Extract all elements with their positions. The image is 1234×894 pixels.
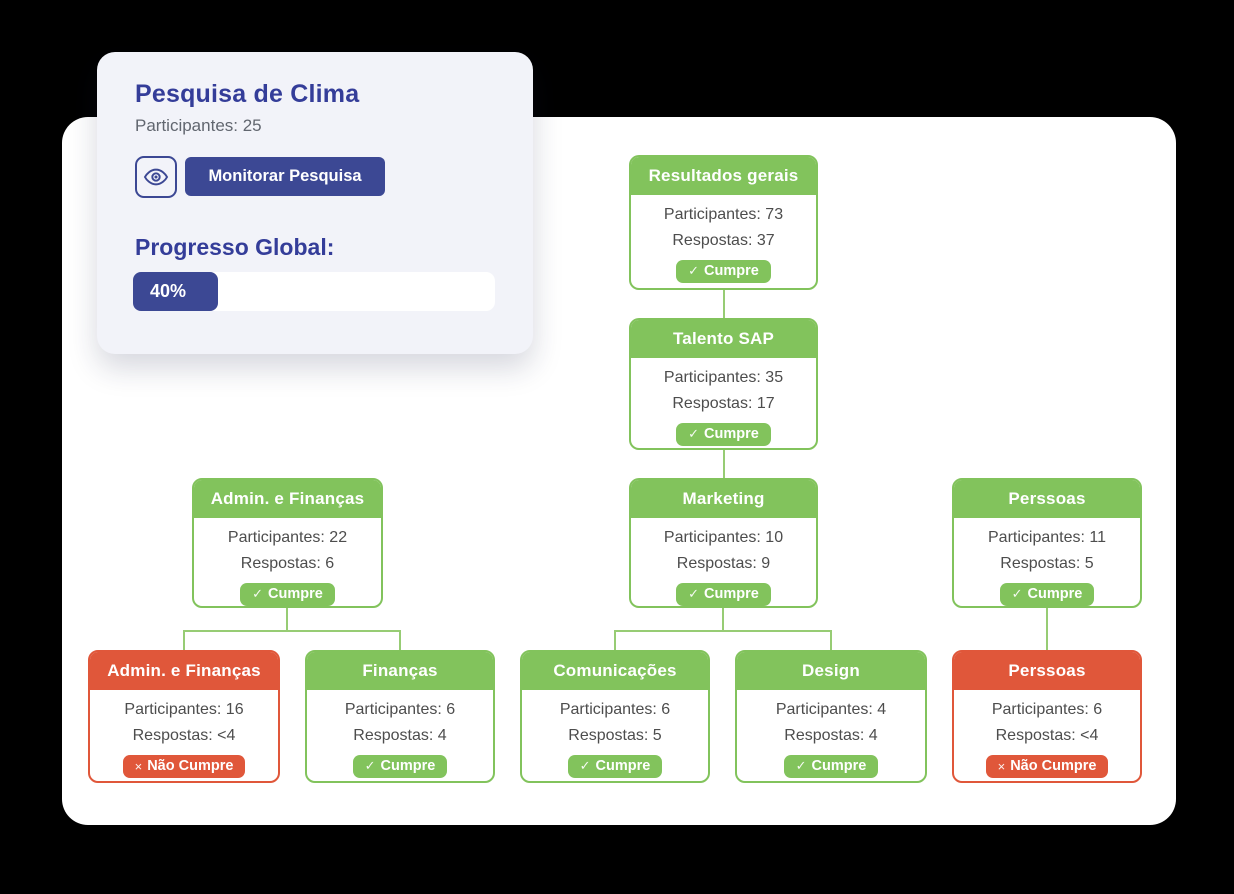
- node-title: Marketing: [631, 480, 816, 518]
- node-participants: Participantes: 6: [344, 701, 456, 718]
- node-participants: Participantes: 6: [559, 701, 671, 718]
- node-responses: Respostas: 5: [1000, 555, 1094, 572]
- badge-label: Cumpre: [1027, 586, 1083, 602]
- node-title: Comunicações: [522, 652, 708, 690]
- check-icon: ✓: [688, 586, 700, 601]
- node-admin-financas-sub[interactable]: Admin. e Finanças Participantes: 16 Resp…: [88, 650, 280, 783]
- survey-summary-card: Pesquisa de Clima Participantes: 25 Moni…: [97, 52, 533, 354]
- node-participants: Participantes: 22: [227, 529, 348, 546]
- status-badge: ✓ Cumpre: [352, 755, 448, 778]
- check-icon: ✓: [688, 426, 700, 441]
- eye-icon: [143, 164, 169, 190]
- connector-line: [830, 630, 832, 650]
- badge-label: Cumpre: [380, 758, 436, 774]
- node-title: Perssoas: [954, 652, 1140, 690]
- node-title: Design: [737, 652, 925, 690]
- badge-label: Não Cumpre: [147, 758, 234, 774]
- status-badge: ×Não Cumpre: [122, 755, 246, 778]
- node-marketing[interactable]: Marketing Participantes: 10 Respostas: 9…: [629, 478, 818, 608]
- node-participants: Participantes: 35: [663, 369, 784, 386]
- node-participants: Participantes: 6: [991, 701, 1103, 718]
- badge-label: Cumpre: [704, 263, 759, 279]
- survey-participants: Participantes: 25: [135, 116, 262, 135]
- check-icon: ✓: [252, 586, 264, 601]
- status-badge: ✓ Cumpre: [240, 583, 335, 606]
- node-admin-financas[interactable]: Admin. e Finanças Participantes: 22 Resp…: [192, 478, 383, 608]
- status-badge: ✓ Cumpre: [999, 583, 1095, 606]
- node-title: Resultados gerais: [631, 157, 816, 195]
- node-responses: Respostas: 17: [672, 395, 775, 412]
- connector-line: [722, 608, 724, 632]
- badge-label: Cumpre: [595, 758, 651, 774]
- connector-line: [723, 450, 725, 478]
- node-participants: Participantes: 4: [775, 701, 887, 718]
- status-badge: ✓ Cumpre: [783, 755, 879, 778]
- x-icon: ×: [134, 758, 143, 774]
- node-responses: Respostas: <4: [995, 727, 1099, 744]
- status-badge: ✓ Cumpre: [567, 755, 663, 778]
- progress-bar-track: 40%: [133, 272, 495, 311]
- node-responses: Respostas: 4: [784, 727, 878, 744]
- node-perssoas-sub[interactable]: Perssoas Participantes: 6 Respostas: <4 …: [952, 650, 1142, 783]
- node-title: Admin. e Finanças: [90, 652, 278, 690]
- badge-label: Não Cumpre: [1010, 758, 1097, 774]
- preview-button[interactable]: [135, 156, 177, 198]
- connector-line: [399, 630, 401, 650]
- connector-line: [286, 608, 288, 632]
- node-title: Admin. e Finanças: [194, 480, 381, 518]
- node-participants: Participantes: 73: [663, 206, 784, 223]
- check-icon: ✓: [579, 758, 591, 773]
- node-participants: Participantes: 16: [124, 701, 244, 718]
- node-responses: Respostas: <4: [132, 727, 236, 744]
- connector-line: [183, 630, 185, 650]
- node-responses: Respostas: 4: [353, 727, 447, 744]
- status-badge: ×Não Cumpre: [985, 755, 1109, 778]
- badge-label: Cumpre: [704, 426, 759, 442]
- node-financas[interactable]: Finanças Participantes: 6 Respostas: 4 ✓…: [305, 650, 495, 783]
- node-resultados-gerais[interactable]: Resultados gerais Participantes: 73 Resp…: [629, 155, 818, 290]
- status-badge: ✓ Cumpre: [676, 423, 771, 446]
- connector-line: [183, 630, 401, 632]
- node-responses: Respostas: 5: [568, 727, 662, 744]
- node-responses: Respostas: 6: [240, 555, 335, 572]
- check-icon: ✓: [364, 758, 376, 773]
- check-icon: ✓: [1011, 586, 1023, 601]
- check-icon: ✓: [688, 263, 700, 278]
- node-comunicacoes[interactable]: Comunicações Participantes: 6 Respostas:…: [520, 650, 710, 783]
- progress-bar-fill: 40%: [133, 272, 218, 311]
- node-design[interactable]: Design Participantes: 4 Respostas: 4 ✓ Cu…: [735, 650, 927, 783]
- node-title: Perssoas: [954, 480, 1140, 518]
- node-talento-sap[interactable]: Talento SAP Participantes: 35 Respostas:…: [629, 318, 818, 450]
- connector-line: [614, 630, 832, 632]
- node-participants: Participantes: 11: [988, 529, 1106, 546]
- badge-label: Cumpre: [704, 586, 759, 602]
- node-responses: Respostas: 9: [676, 555, 771, 572]
- badge-label: Cumpre: [811, 758, 867, 774]
- node-perssoas[interactable]: Perssoas Participantes: 11 Respostas: 5 …: [952, 478, 1142, 608]
- x-icon: ×: [997, 758, 1006, 774]
- connector-line: [723, 290, 725, 318]
- node-participants: Participantes: 10: [663, 529, 784, 546]
- node-title: Talento SAP: [631, 320, 816, 358]
- connector-line: [614, 630, 616, 650]
- node-responses: Respostas: 37: [672, 232, 775, 249]
- status-badge: ✓ Cumpre: [676, 260, 771, 283]
- global-progress-label: Progresso Global:: [135, 234, 335, 260]
- connector-line: [1046, 608, 1048, 650]
- node-title: Finanças: [307, 652, 493, 690]
- check-icon: ✓: [795, 758, 807, 773]
- survey-title: Pesquisa de Clima: [135, 80, 360, 108]
- status-badge: ✓ Cumpre: [676, 583, 771, 606]
- badge-label: Cumpre: [268, 586, 323, 602]
- monitor-survey-button[interactable]: Monitorar Pesquisa: [185, 157, 385, 196]
